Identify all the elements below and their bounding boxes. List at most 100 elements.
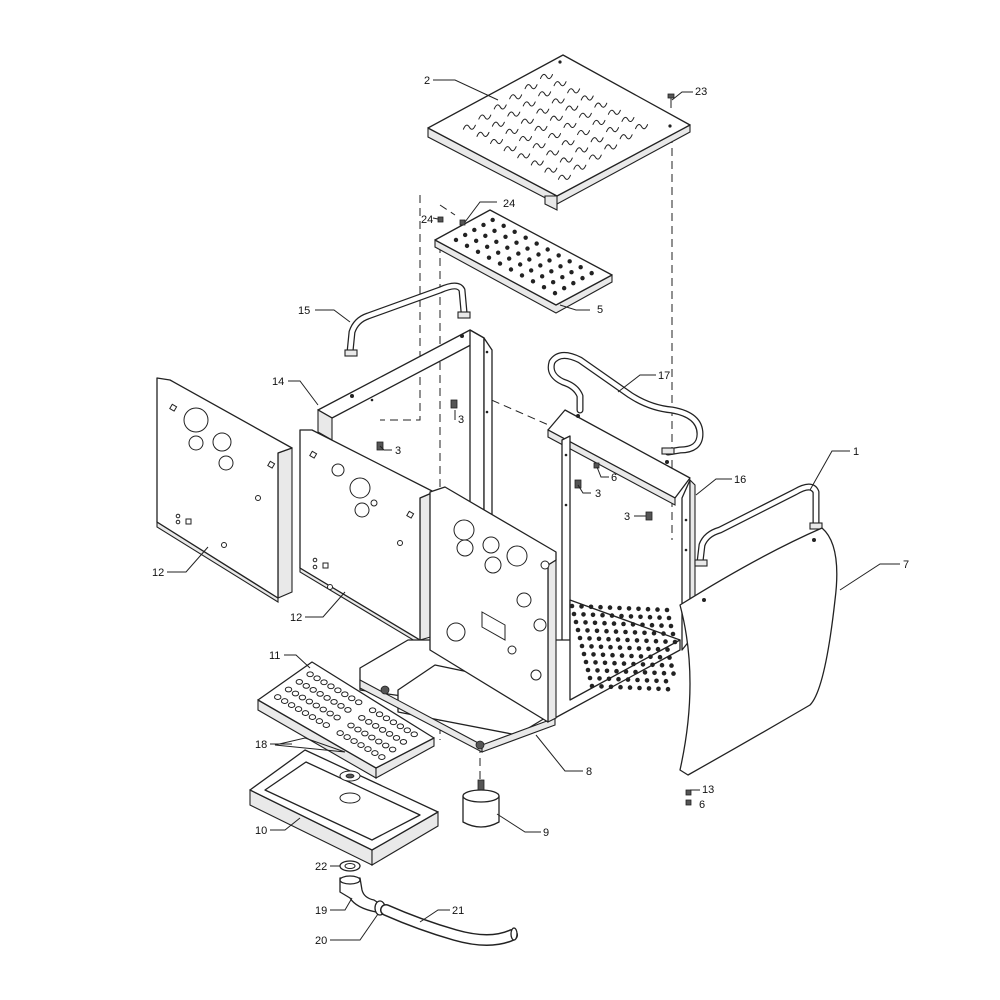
base-hole <box>619 613 624 619</box>
base-hole <box>657 654 663 660</box>
base-hole <box>630 622 636 627</box>
part-2-top-cup-tray <box>427 54 691 211</box>
tray-slot <box>561 140 575 146</box>
base-hole <box>633 669 638 675</box>
tray-slot <box>580 95 594 101</box>
base-hole <box>638 614 643 620</box>
grill-hole <box>528 268 534 273</box>
grill-hole <box>382 742 390 749</box>
base-hole <box>625 677 631 682</box>
grill-hole <box>336 730 344 736</box>
tray-slot <box>565 105 579 111</box>
base-hole <box>627 645 632 651</box>
grill-hole <box>396 723 405 730</box>
base-hole <box>600 652 606 658</box>
base-hole <box>588 604 594 610</box>
callout-7: 7 <box>903 559 909 571</box>
tray-slot <box>548 133 562 139</box>
base-hole <box>657 615 662 620</box>
base-hole <box>598 604 603 610</box>
base-hole <box>661 670 667 676</box>
grill-hole <box>371 722 380 729</box>
base-hole <box>665 647 670 652</box>
grill-hole <box>530 279 536 284</box>
tray-slot <box>520 118 534 124</box>
base-hole <box>596 636 602 642</box>
base-hole <box>667 655 672 660</box>
callout-12: 12 <box>152 567 164 579</box>
grill-hole <box>550 280 556 285</box>
grill-hole <box>348 695 356 702</box>
grill-hole <box>306 671 314 678</box>
grill-hole <box>316 690 324 697</box>
tray-slot <box>509 94 523 100</box>
tray-slot <box>478 114 492 120</box>
tray-slot <box>519 135 533 142</box>
tray-slot <box>490 138 504 145</box>
tray-slot <box>517 153 531 159</box>
base-hole <box>575 627 581 633</box>
grill-hole <box>333 714 341 721</box>
tray-slot <box>575 147 589 153</box>
grill-hole <box>494 239 499 244</box>
tray-slot <box>549 115 563 121</box>
base-hole <box>659 662 665 668</box>
tray-slot <box>619 134 633 140</box>
base-hole <box>655 607 660 612</box>
grill-hole <box>302 682 310 689</box>
base-hole <box>642 630 647 636</box>
base-hole <box>617 645 623 650</box>
base-hole <box>632 630 638 635</box>
base-hole <box>602 620 607 626</box>
grill-hole <box>371 750 379 756</box>
callout-14: 14 <box>272 376 284 388</box>
base-hole <box>592 620 598 626</box>
part-21-drain-hose <box>380 904 518 946</box>
tray-slot <box>503 146 517 152</box>
callout-10: 10 <box>255 825 267 837</box>
grill-hole <box>350 738 358 744</box>
base-hole <box>583 620 588 625</box>
base-hole <box>663 639 668 644</box>
base-hole <box>650 662 655 668</box>
base-hole <box>595 668 600 673</box>
callout-17: 17 <box>658 370 670 382</box>
part-18-drip-liner <box>274 737 346 753</box>
callout-1: 1 <box>853 446 859 458</box>
base-hole <box>621 621 626 627</box>
tray-slot <box>551 98 565 104</box>
base-hole <box>668 623 674 629</box>
base-hole <box>651 630 657 636</box>
tray-slot <box>606 127 620 133</box>
part-1-tube-handle <box>694 483 823 567</box>
grill-hole <box>556 253 561 258</box>
grill-hole <box>497 261 503 266</box>
base-hole <box>611 621 617 626</box>
grill-hole <box>567 259 572 264</box>
base-hole <box>587 675 593 681</box>
grill-hole <box>312 702 320 709</box>
tray-slot <box>573 164 587 170</box>
tray-slot <box>607 109 621 115</box>
grill-hole <box>326 710 334 717</box>
base-hole <box>608 644 613 650</box>
base-hole <box>571 611 577 617</box>
grill-hole <box>291 690 300 697</box>
callout-11: 11 <box>269 650 280 662</box>
grill-hole <box>453 237 459 243</box>
base-hole <box>606 636 611 642</box>
base-hole <box>653 638 659 644</box>
base-hole <box>610 652 615 658</box>
tray-slot <box>588 154 602 160</box>
base-hole <box>672 639 678 645</box>
grill-hole <box>343 734 351 740</box>
base-hole <box>617 605 622 611</box>
part-14-frame-rail <box>317 329 493 531</box>
base-hole <box>585 628 590 633</box>
part-23-screw <box>667 93 675 108</box>
base-hole <box>631 661 636 667</box>
part-24-screws <box>437 216 466 226</box>
base-hole <box>663 678 669 684</box>
grill-hole <box>561 285 567 291</box>
